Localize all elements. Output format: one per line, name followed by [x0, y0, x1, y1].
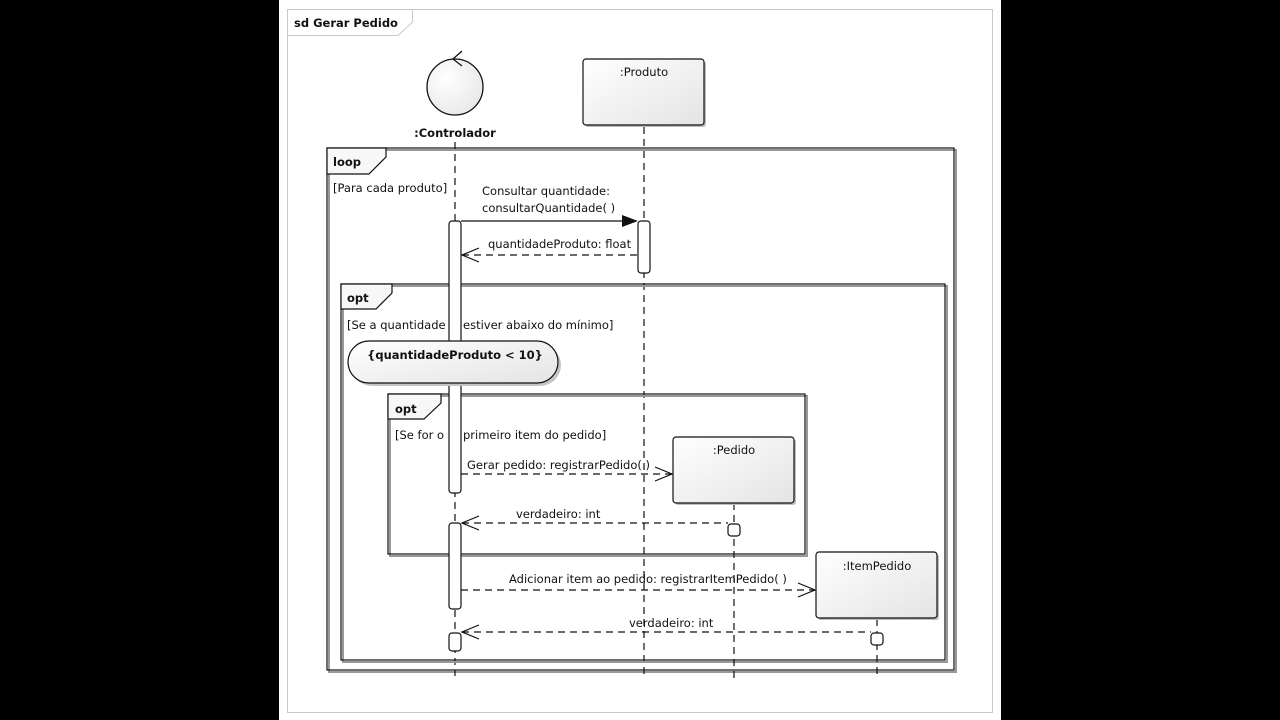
fragment-opt2-guard-right: primeiro item do pedido]: [463, 428, 606, 442]
fragment-opt-primeiro-item: opt [Se for o primeiro item do pedido]: [387, 393, 808, 557]
message-3-label: Gerar pedido: registrarPedido( ): [467, 458, 650, 472]
activation-produto: [637, 220, 651, 274]
message-1-label-line1: Consultar quantidade:: [482, 184, 610, 198]
fragment-opt2-guard-left: [Se for o: [395, 428, 444, 442]
object-box-produto: [582, 58, 705, 126]
lifeline-produto[interactable]: :Produto: [582, 58, 706, 127]
lifeline-itempedido[interactable]: :ItemPedido: [815, 551, 939, 620]
open-arrowhead-icon: [797, 582, 817, 598]
control-arrow-icon: [451, 50, 463, 67]
fragment-opt1-operator: opt: [347, 291, 369, 305]
activation-pedido: [727, 523, 741, 537]
lifeline-controlador[interactable]: :Controlador: [414, 50, 496, 140]
activation-controlador-2: [448, 522, 462, 610]
message-verdadeiro-itempedido[interactable]: verdadeiro: int: [460, 616, 871, 640]
message-2-label: quantidadeProduto: float: [488, 237, 632, 251]
message-6-label: verdadeiro: int: [629, 616, 714, 630]
sd-frame-title: sd Gerar Pedido: [294, 16, 398, 30]
object-box-itempedido: [815, 551, 938, 619]
sd-frame-tab: [287, 9, 413, 36]
lifeline-pedido[interactable]: :Pedido: [672, 436, 796, 505]
lifeline-pedido-label: :Pedido: [713, 443, 755, 457]
fragment-opt1-guard-right: estiver abaixo do mínimo]: [463, 318, 613, 332]
state-invariant-text: {quantidadeProduto < 10}: [367, 348, 543, 362]
activation-itempedido: [870, 632, 884, 646]
open-arrowhead-icon: [654, 466, 674, 482]
lifeline-produto-label: :Produto: [620, 65, 668, 79]
fragment-loop: loop [Para cada produto]: [326, 147, 957, 673]
lifeline-controlador-label: :Controlador: [414, 126, 496, 140]
fragment-opt2-operator: opt: [395, 402, 417, 416]
fragment-opt1-guard-left: [Se a quantidade: [347, 318, 446, 332]
open-arrowhead-icon: [460, 515, 480, 531]
message-quantidade-produto-reply[interactable]: quantidadeProduto: float: [460, 237, 637, 263]
fragment-loop-guard: [Para cada produto]: [333, 181, 447, 195]
sync-arrowhead-icon: [622, 215, 638, 227]
control-icon: [426, 58, 484, 116]
message-1-label-line2: consultarQuantidade( ): [482, 201, 615, 215]
message-4-label: verdadeiro: int: [516, 507, 601, 521]
message-registrar-pedido[interactable]: Gerar pedido: registrarPedido( ): [461, 458, 674, 482]
open-arrowhead-icon: [460, 624, 480, 640]
message-verdadeiro-pedido[interactable]: verdadeiro: int: [460, 507, 728, 531]
fragment-opt-quantidade: opt [Se a quantidade estiver abaixo do m…: [340, 283, 948, 663]
sequence-diagram: sd Gerar Pedido :Controlador :Produto lo…: [287, 9, 993, 713]
open-arrowhead-icon: [460, 247, 480, 263]
lifeline-itempedido-label: :ItemPedido: [843, 559, 911, 573]
message-5-label: Adicionar item ao pedido: registrarItemP…: [509, 572, 787, 586]
diagram-canvas: sd Gerar Pedido :Controlador :Produto lo…: [279, 0, 1001, 720]
fragment-loop-operator: loop: [333, 155, 361, 169]
activation-controlador-3: [448, 632, 462, 652]
object-box-pedido: [672, 436, 795, 504]
message-consultar-quantidade[interactable]: Consultar quantidade: consultarQuantidad…: [461, 184, 638, 227]
state-invariant: {quantidadeProduto < 10}: [347, 340, 561, 386]
message-registrar-item-pedido[interactable]: Adicionar item ao pedido: registrarItemP…: [461, 572, 817, 598]
